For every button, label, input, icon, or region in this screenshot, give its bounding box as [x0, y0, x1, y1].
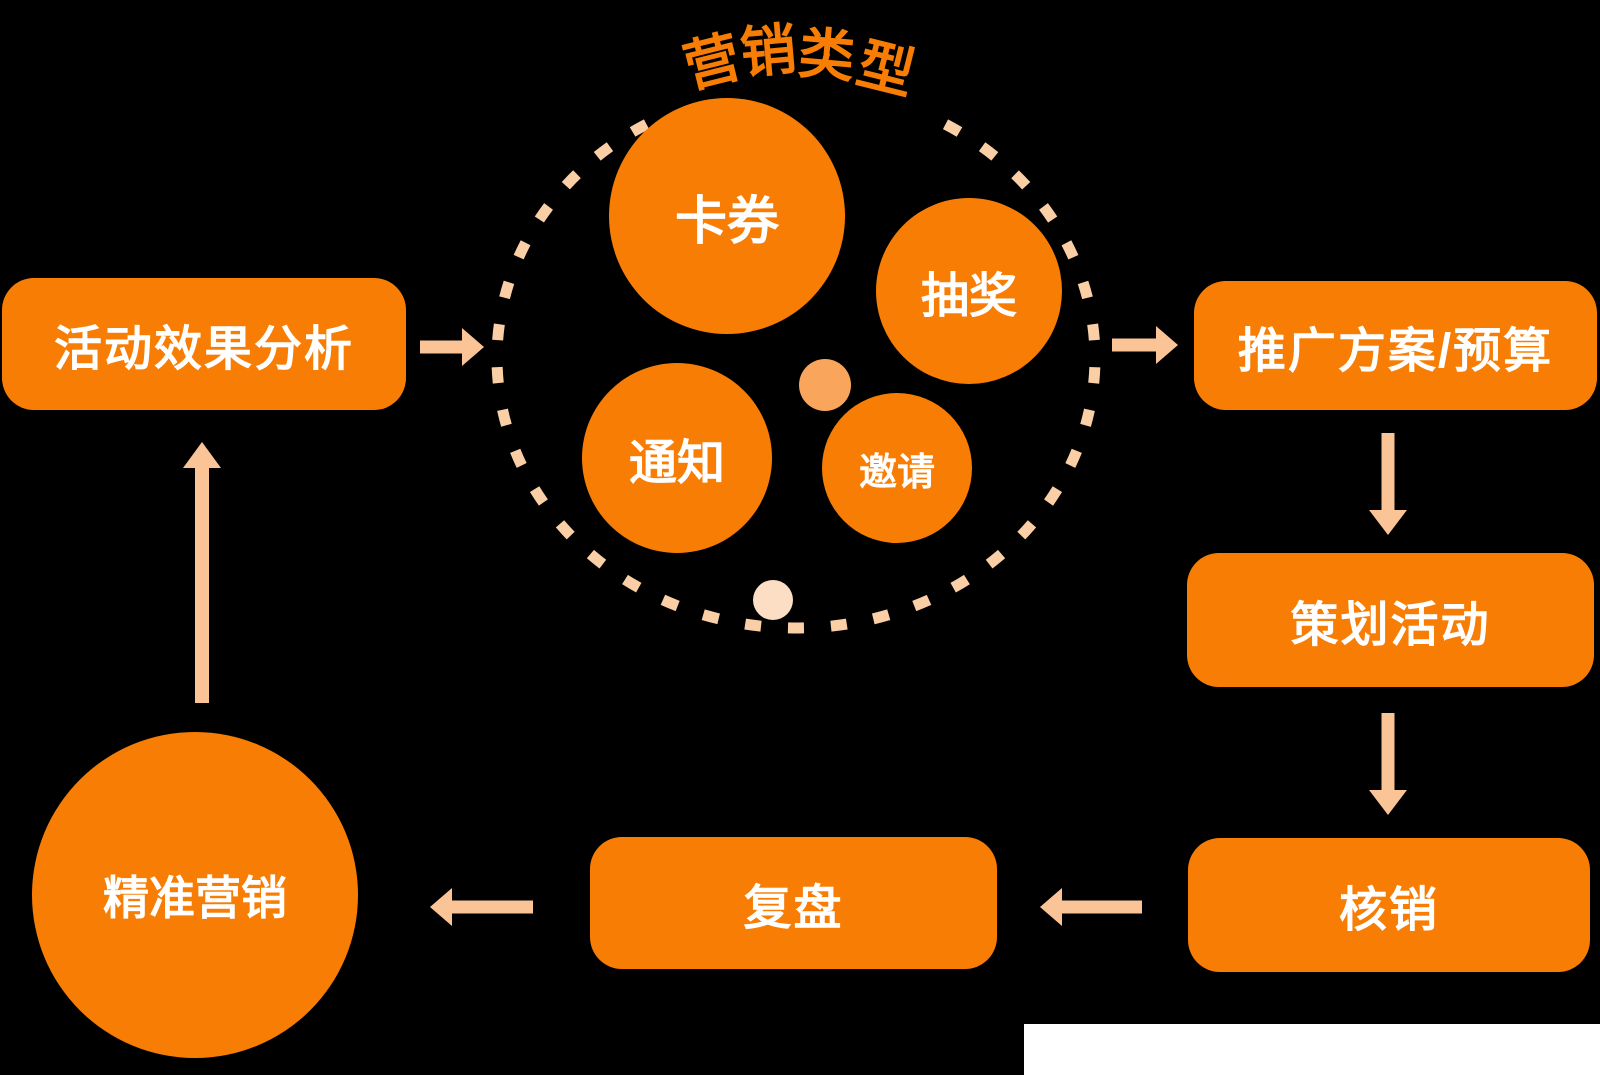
bubble-invitation-label: 邀请 — [858, 451, 935, 494]
node-review-label: 复盘 — [743, 882, 844, 935]
node-verification: 核销 — [1188, 838, 1590, 972]
node-plan-activity: 策划活动 — [1187, 553, 1594, 687]
bubble-coupon: 卡券 — [609, 98, 845, 334]
node-precision-marketing-label: 精准营销 — [103, 872, 287, 924]
arrow-precision-to-effect — [183, 442, 221, 703]
background-white-corner — [1024, 1024, 1600, 1075]
title-char-3: 类 — [796, 21, 858, 89]
node-verification-label: 核销 — [1338, 884, 1439, 937]
arrow-effect-to-circle — [420, 328, 484, 366]
bubble-notification: 通知 — [582, 363, 772, 553]
node-review: 复盘 — [590, 837, 997, 969]
bubble-invitation: 邀请 — [822, 393, 972, 543]
bubble-coupon-label: 卡券 — [674, 192, 779, 251]
bubble-lottery: 抽奖 — [876, 198, 1062, 384]
arrow-review-to-precision — [430, 888, 533, 926]
bubble-notification-label: 通知 — [628, 437, 725, 490]
decorative-dot-medium — [799, 359, 851, 411]
decorative-dot-light — [753, 580, 793, 620]
arrow-plan-to-verification — [1369, 713, 1407, 815]
bubble-lottery-label: 抽奖 — [920, 270, 1017, 323]
node-promo-plan-label: 推广方案/预算 — [1237, 324, 1554, 378]
marketing-type-dashed-circle — [491, 119, 1101, 634]
arrow-verification-to-review — [1040, 888, 1142, 926]
node-promo-plan: 推广方案/预算 — [1194, 281, 1597, 410]
node-plan-activity-label: 策划活动 — [1290, 599, 1491, 652]
arrow-circle-to-promo — [1112, 326, 1178, 364]
node-effect-analysis-label: 活动效果分析 — [53, 323, 354, 376]
title-char-2: 销 — [737, 17, 799, 85]
arrow-promo-to-plan — [1369, 433, 1407, 535]
node-precision-marketing: 精准营销 — [32, 732, 358, 1058]
node-effect-analysis: 活动效果分析 — [2, 278, 406, 410]
